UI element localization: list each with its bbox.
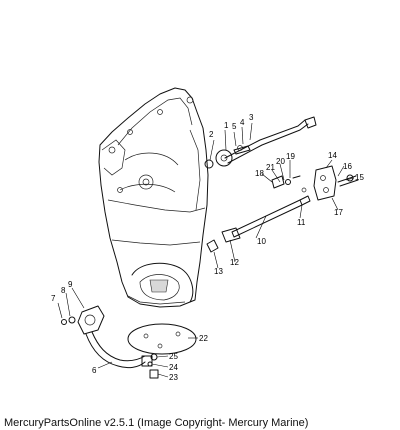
callout-14: 14	[328, 151, 337, 160]
housing	[98, 87, 209, 308]
callout-10: 10	[257, 237, 266, 246]
callout-19: 19	[286, 152, 295, 161]
leader-lines	[57, 122, 355, 378]
callout-3: 3	[249, 113, 254, 122]
upper-linkage	[204, 116, 317, 169]
callout-17: 17	[334, 208, 343, 217]
callout-20: 20	[276, 157, 285, 166]
callout-12: 12	[230, 258, 239, 267]
callout-21: 21	[266, 163, 275, 172]
callouts: 1 2 3 4 5 6 7 8 9 10 11 12 13 14 15 16 1…	[51, 113, 364, 382]
callout-4: 4	[240, 118, 245, 127]
right-bracket	[313, 165, 359, 201]
callout-16: 16	[343, 162, 352, 171]
callout-25: 25	[169, 352, 178, 361]
callout-8: 8	[61, 286, 66, 295]
callout-23: 23	[169, 373, 178, 382]
callout-6: 6	[92, 366, 97, 375]
lower-fitting	[61, 305, 153, 369]
callout-2: 2	[209, 130, 214, 139]
callout-9: 9	[68, 280, 73, 289]
cover-plate	[127, 323, 197, 379]
callout-7: 7	[51, 294, 56, 303]
image-caption: MercuryPartsOnline v2.5.1 (Image Copyrig…	[4, 417, 309, 429]
callout-18: 18	[255, 169, 264, 178]
callout-15: 15	[355, 173, 364, 182]
callout-13: 13	[214, 267, 223, 276]
callout-11: 11	[297, 218, 306, 227]
small-parts	[271, 175, 301, 189]
parts-diagram: 1 2 3 4 5 6 7 8 9 10 11 12 13 14 15 16 1…	[51, 87, 364, 382]
callout-1: 1	[224, 121, 229, 130]
callout-5: 5	[232, 122, 237, 131]
callout-24: 24	[169, 363, 178, 372]
callout-22: 22	[199, 334, 208, 343]
